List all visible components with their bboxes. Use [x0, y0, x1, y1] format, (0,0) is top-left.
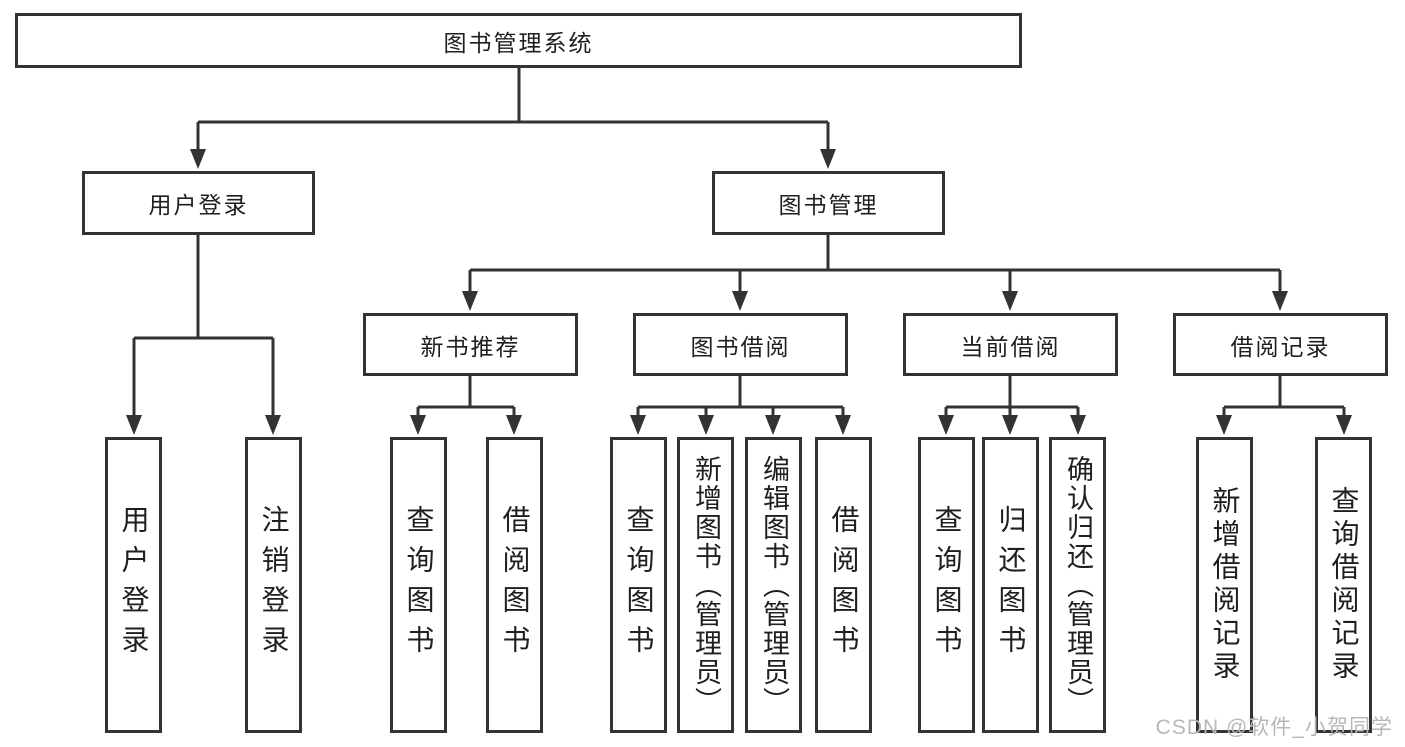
- node-library-system-label: 图书管理系统: [443, 29, 594, 56]
- leaf-current-query-books-label: 查询图书: [931, 505, 963, 665]
- leaf-current-query-books: 查询图书: [918, 437, 975, 733]
- node-library-system: 图书管理系统: [15, 13, 1022, 68]
- connector-mgmt-to-level2: [462, 235, 1288, 311]
- leaf-borrow-query-books-label: 查询图书: [623, 505, 655, 665]
- node-book-management-label: 图书管理: [778, 192, 879, 218]
- node-book-borrow: 图书借阅: [633, 313, 848, 376]
- leaf-current-confirm-return-admin-label: 确认归还（管理员）: [1063, 454, 1093, 716]
- leaf-current-confirm-return-admin: 确认归还（管理员）: [1049, 437, 1106, 733]
- node-book-management: 图书管理: [712, 171, 945, 235]
- connector-current-to-leaves: [938, 376, 1086, 435]
- connector-recommend-to-leaves: [410, 376, 522, 435]
- leaf-borrow-add-books-admin: 新增图书（管理员）: [677, 437, 734, 733]
- leaf-current-return-books-label: 归还图书: [995, 505, 1027, 665]
- leaf-current-return-books: 归还图书: [982, 437, 1039, 733]
- leaf-borrow-borrow-books: 借阅图书: [815, 437, 872, 733]
- node-new-book-recommend-label: 新书推荐: [420, 333, 521, 360]
- leaf-user-login: 用户登录: [105, 437, 162, 733]
- node-new-book-recommend: 新书推荐: [363, 313, 578, 376]
- leaf-logout-label: 注销登录: [258, 505, 290, 665]
- leaf-borrow-edit-books-admin-label: 编辑图书（管理员）: [759, 454, 789, 716]
- node-book-borrow-label: 图书借阅: [690, 333, 791, 360]
- node-borrow-records: 借阅记录: [1173, 313, 1388, 376]
- leaf-records-add-record-label: 新增借阅记录: [1209, 486, 1241, 684]
- node-user-login: 用户登录: [82, 171, 315, 235]
- leaf-recommend-borrow-books-label: 借阅图书: [499, 505, 531, 665]
- connector-root-to-level1: [190, 68, 836, 169]
- connector-login-to-leaves: [126, 235, 281, 435]
- connector-records-to-leaves: [1216, 376, 1352, 435]
- leaf-borrow-borrow-books-label: 借阅图书: [828, 505, 860, 665]
- csdn-watermark: CSDN @软件_小贺同学: [1155, 716, 1393, 739]
- leaf-borrow-add-books-admin-label: 新增图书（管理员）: [691, 454, 721, 716]
- node-current-borrow: 当前借阅: [903, 313, 1118, 376]
- leaf-recommend-query-books-label: 查询图书: [403, 505, 435, 665]
- leaf-borrow-edit-books-admin: 编辑图书（管理员）: [745, 437, 802, 733]
- leaf-records-add-record: 新增借阅记录: [1196, 437, 1253, 733]
- leaf-recommend-borrow-books: 借阅图书: [486, 437, 543, 733]
- leaf-borrow-query-books: 查询图书: [610, 437, 667, 733]
- leaf-records-query-record-label: 查询借阅记录: [1328, 486, 1360, 684]
- leaf-recommend-query-books: 查询图书: [390, 437, 447, 733]
- node-current-borrow-label: 当前借阅: [960, 333, 1061, 360]
- leaf-user-login-label: 用户登录: [118, 505, 150, 665]
- leaf-records-query-record: 查询借阅记录: [1315, 437, 1372, 733]
- node-borrow-records-label: 借阅记录: [1230, 333, 1331, 360]
- connector-borrow-to-leaves: [630, 376, 851, 435]
- leaf-logout: 注销登录: [245, 437, 302, 733]
- node-user-login-label: 用户登录: [148, 192, 249, 218]
